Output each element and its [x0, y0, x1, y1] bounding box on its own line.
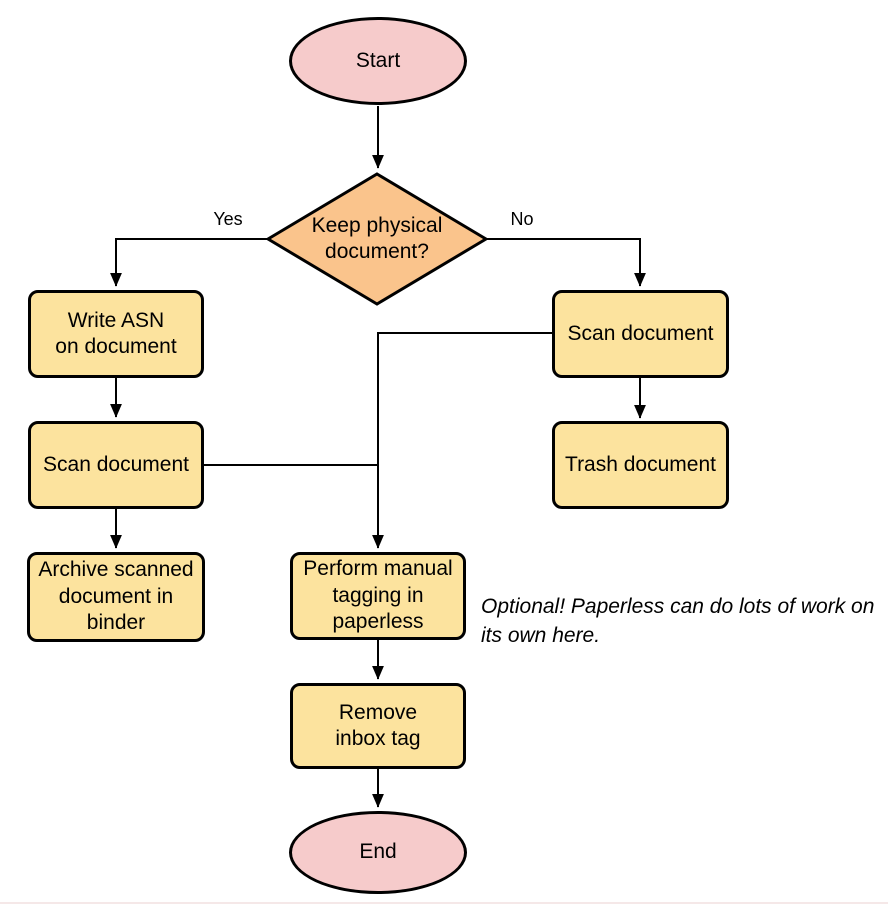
- node-remove-label: Remove inbox tag: [335, 700, 421, 750]
- node-archive-label: Archive scanned document in binder: [38, 558, 194, 635]
- edge-scan-right-to-perform-tagging: [372, 332, 552, 549]
- node-write-asn-on-document: Write ASN on document: [28, 290, 204, 378]
- decision-diamond-shape: [266, 172, 488, 306]
- node-trash-document: Trash document: [552, 421, 729, 509]
- edge-label-no: No: [510, 209, 534, 229]
- node-write-asn-label: Write ASN on document: [55, 308, 177, 358]
- node-end: End: [289, 811, 467, 894]
- node-perform-manual-tagging: Perform manual tagging in paperless: [290, 552, 466, 640]
- edge-label-yes: Yes: [213, 209, 243, 229]
- optional-note-text: Optional! Paperless can do lots of work …: [481, 595, 875, 648]
- edge-decision-no-to-scan-right: [487, 238, 646, 287]
- node-end-label: End: [359, 840, 397, 864]
- node-scan-document-right: Scan document: [552, 290, 729, 378]
- node-trash-label: Trash document: [565, 452, 716, 476]
- node-scan-right-label: Scan document: [567, 321, 714, 345]
- node-decision-label: Keep physical document?: [311, 213, 443, 263]
- node-scan-left-label: Scan document: [43, 452, 189, 476]
- node-scan-document-left: Scan document: [28, 421, 204, 509]
- node-start: Start: [289, 17, 467, 105]
- node-perform-label: Perform manual tagging in paperless: [303, 557, 453, 634]
- node-decision-keep-physical-document: Keep physical document?: [266, 172, 488, 306]
- node-start-label: Start: [355, 48, 401, 72]
- edge-decision-yes-to-write-asn: [110, 238, 267, 287]
- node-remove-inbox-tag: Remove inbox tag: [290, 683, 466, 769]
- node-archive-scanned-document: Archive scanned document in binder: [27, 552, 205, 642]
- page-bottom-edge: [0, 902, 888, 904]
